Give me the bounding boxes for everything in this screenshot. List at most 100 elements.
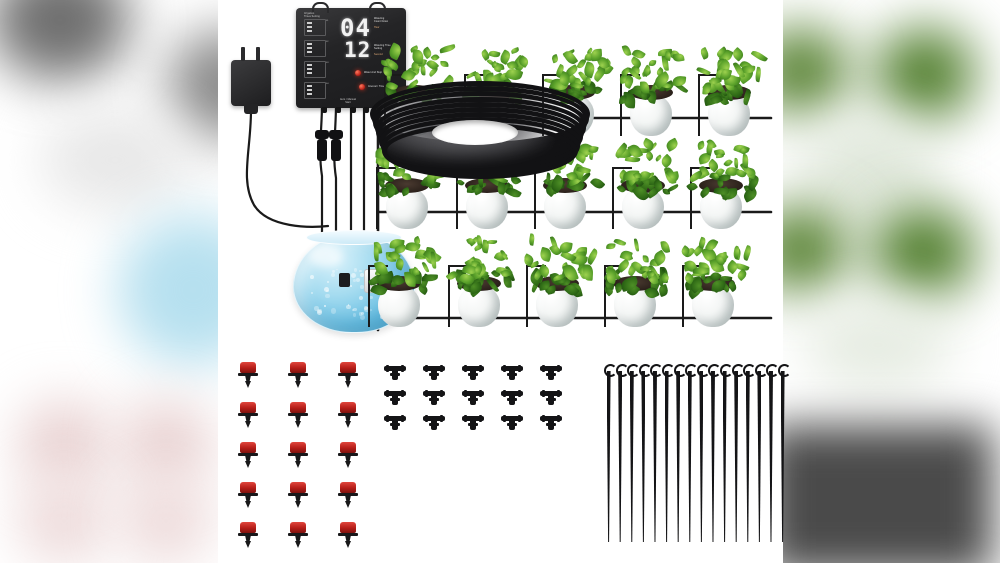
backdrop-blob: [120, 400, 212, 488]
dripper-cap: [340, 402, 356, 413]
dripper-barb: [295, 415, 301, 428]
leaf: [373, 245, 379, 262]
adjustable-dripper: [338, 362, 358, 388]
adjustable-dripper: [238, 522, 258, 548]
leaf: [672, 53, 684, 62]
tubing-support-stake: [743, 364, 752, 542]
leaf: [673, 75, 687, 86]
leaf: [505, 186, 522, 200]
leaf: [605, 242, 615, 249]
plug-prong-left: [241, 47, 245, 61]
barbed-tee-connector: [384, 414, 406, 430]
water-bubble: [331, 308, 336, 313]
dripper-barb: [295, 495, 301, 508]
adapter-cable-neck: [244, 104, 258, 114]
barbed-tee-connector: [462, 414, 484, 430]
water-bubble: [327, 281, 329, 283]
tee-stem: [470, 419, 476, 430]
adjustable-dripper: [288, 482, 308, 508]
potted-plant: [614, 40, 686, 136]
dripper-cap: [340, 442, 356, 453]
leaf: [440, 45, 456, 54]
blurred-backdrop-left: [0, 0, 218, 563]
leaf: [589, 144, 600, 153]
stake-body: [641, 371, 645, 542]
backdrop-blob: [871, 206, 975, 298]
water-and-stop-led-icon[interactable]: [355, 70, 361, 76]
dripper-cap: [340, 522, 356, 533]
potted-plant: [606, 133, 678, 229]
tubing-support-stake: [650, 364, 659, 542]
leaf: [622, 44, 632, 57]
backdrop-blob: [783, 28, 849, 114]
plant-stand: [526, 265, 528, 327]
backdrop-blob: [18, 400, 110, 488]
tubing-support-stake: [627, 364, 636, 542]
adjustable-dripper: [238, 482, 258, 508]
backdrop-blob: [168, 30, 218, 140]
backdrop-blob: [803, 300, 953, 390]
dripper-cap: [240, 482, 256, 493]
leaf: [589, 176, 605, 192]
timer-setting-led-icon[interactable]: [359, 84, 365, 90]
mode-selector-4[interactable]: [304, 82, 326, 99]
countdown-display: 04: [340, 16, 371, 40]
barbed-tee-connector: [384, 389, 406, 405]
backdrop-blob: [875, 28, 975, 120]
stake-body: [699, 371, 703, 542]
tubing-support-stake: [604, 364, 613, 542]
controller-footer-label: Auto / Manual Start: [332, 98, 364, 104]
dripper-barb: [245, 375, 251, 388]
backdrop-blob: [803, 120, 933, 210]
barbed-tee-connector: [423, 414, 445, 430]
stake-body: [769, 371, 773, 542]
leaf: [422, 274, 438, 282]
barbed-tee-connector: [462, 364, 484, 380]
tubing-support-stake: [639, 364, 648, 542]
water-bubble: [336, 269, 337, 270]
tubing-support-stake: [755, 364, 764, 542]
mode-tick-1: 01: [326, 19, 328, 24]
stake-body: [781, 371, 785, 542]
leaf: [742, 245, 753, 261]
leaf: [634, 238, 639, 251]
leaf: [665, 137, 680, 151]
coil-center-hole: [432, 120, 518, 145]
potted-plant: [684, 133, 756, 229]
dripper-barb: [245, 535, 251, 548]
cable-port-2: [336, 107, 341, 113]
tubing-support-stake: [720, 364, 729, 542]
backdrop-bar: [783, 425, 993, 563]
dripper-cap: [240, 402, 256, 413]
backdrop-blob: [120, 478, 212, 563]
water-bubble: [353, 313, 356, 316]
stake-body: [618, 371, 622, 542]
leaf: [551, 54, 559, 63]
adjustable-dripper: [338, 442, 358, 468]
potted-plant: [692, 40, 764, 136]
leaf: [686, 181, 698, 193]
tubing-support-stake: [674, 364, 683, 542]
stake-body: [653, 371, 657, 542]
dripper-cap: [290, 482, 306, 493]
mode-selector-1[interactable]: [304, 19, 326, 36]
backdrop-blob: [783, 206, 849, 292]
cable-port-1: [322, 107, 327, 113]
cable-port-3: [351, 107, 356, 113]
leaf: [489, 49, 501, 57]
stake-body: [665, 371, 669, 542]
stake-body: [757, 371, 761, 542]
tubing-support-stake: [697, 364, 706, 542]
tee-stem: [509, 419, 515, 430]
adjustable-dripper: [288, 362, 308, 388]
leaf: [640, 81, 649, 93]
stake-body: [630, 371, 634, 542]
dripper-barb: [345, 415, 351, 428]
plant-stand: [368, 265, 370, 327]
potted-plant: [676, 231, 748, 327]
mode-selector-3[interactable]: [304, 61, 326, 78]
mode-tick-2: 02: [326, 40, 328, 45]
adjustable-dripper: [288, 402, 308, 428]
mode-selector-2[interactable]: [304, 40, 326, 57]
potted-plant: [598, 231, 670, 327]
